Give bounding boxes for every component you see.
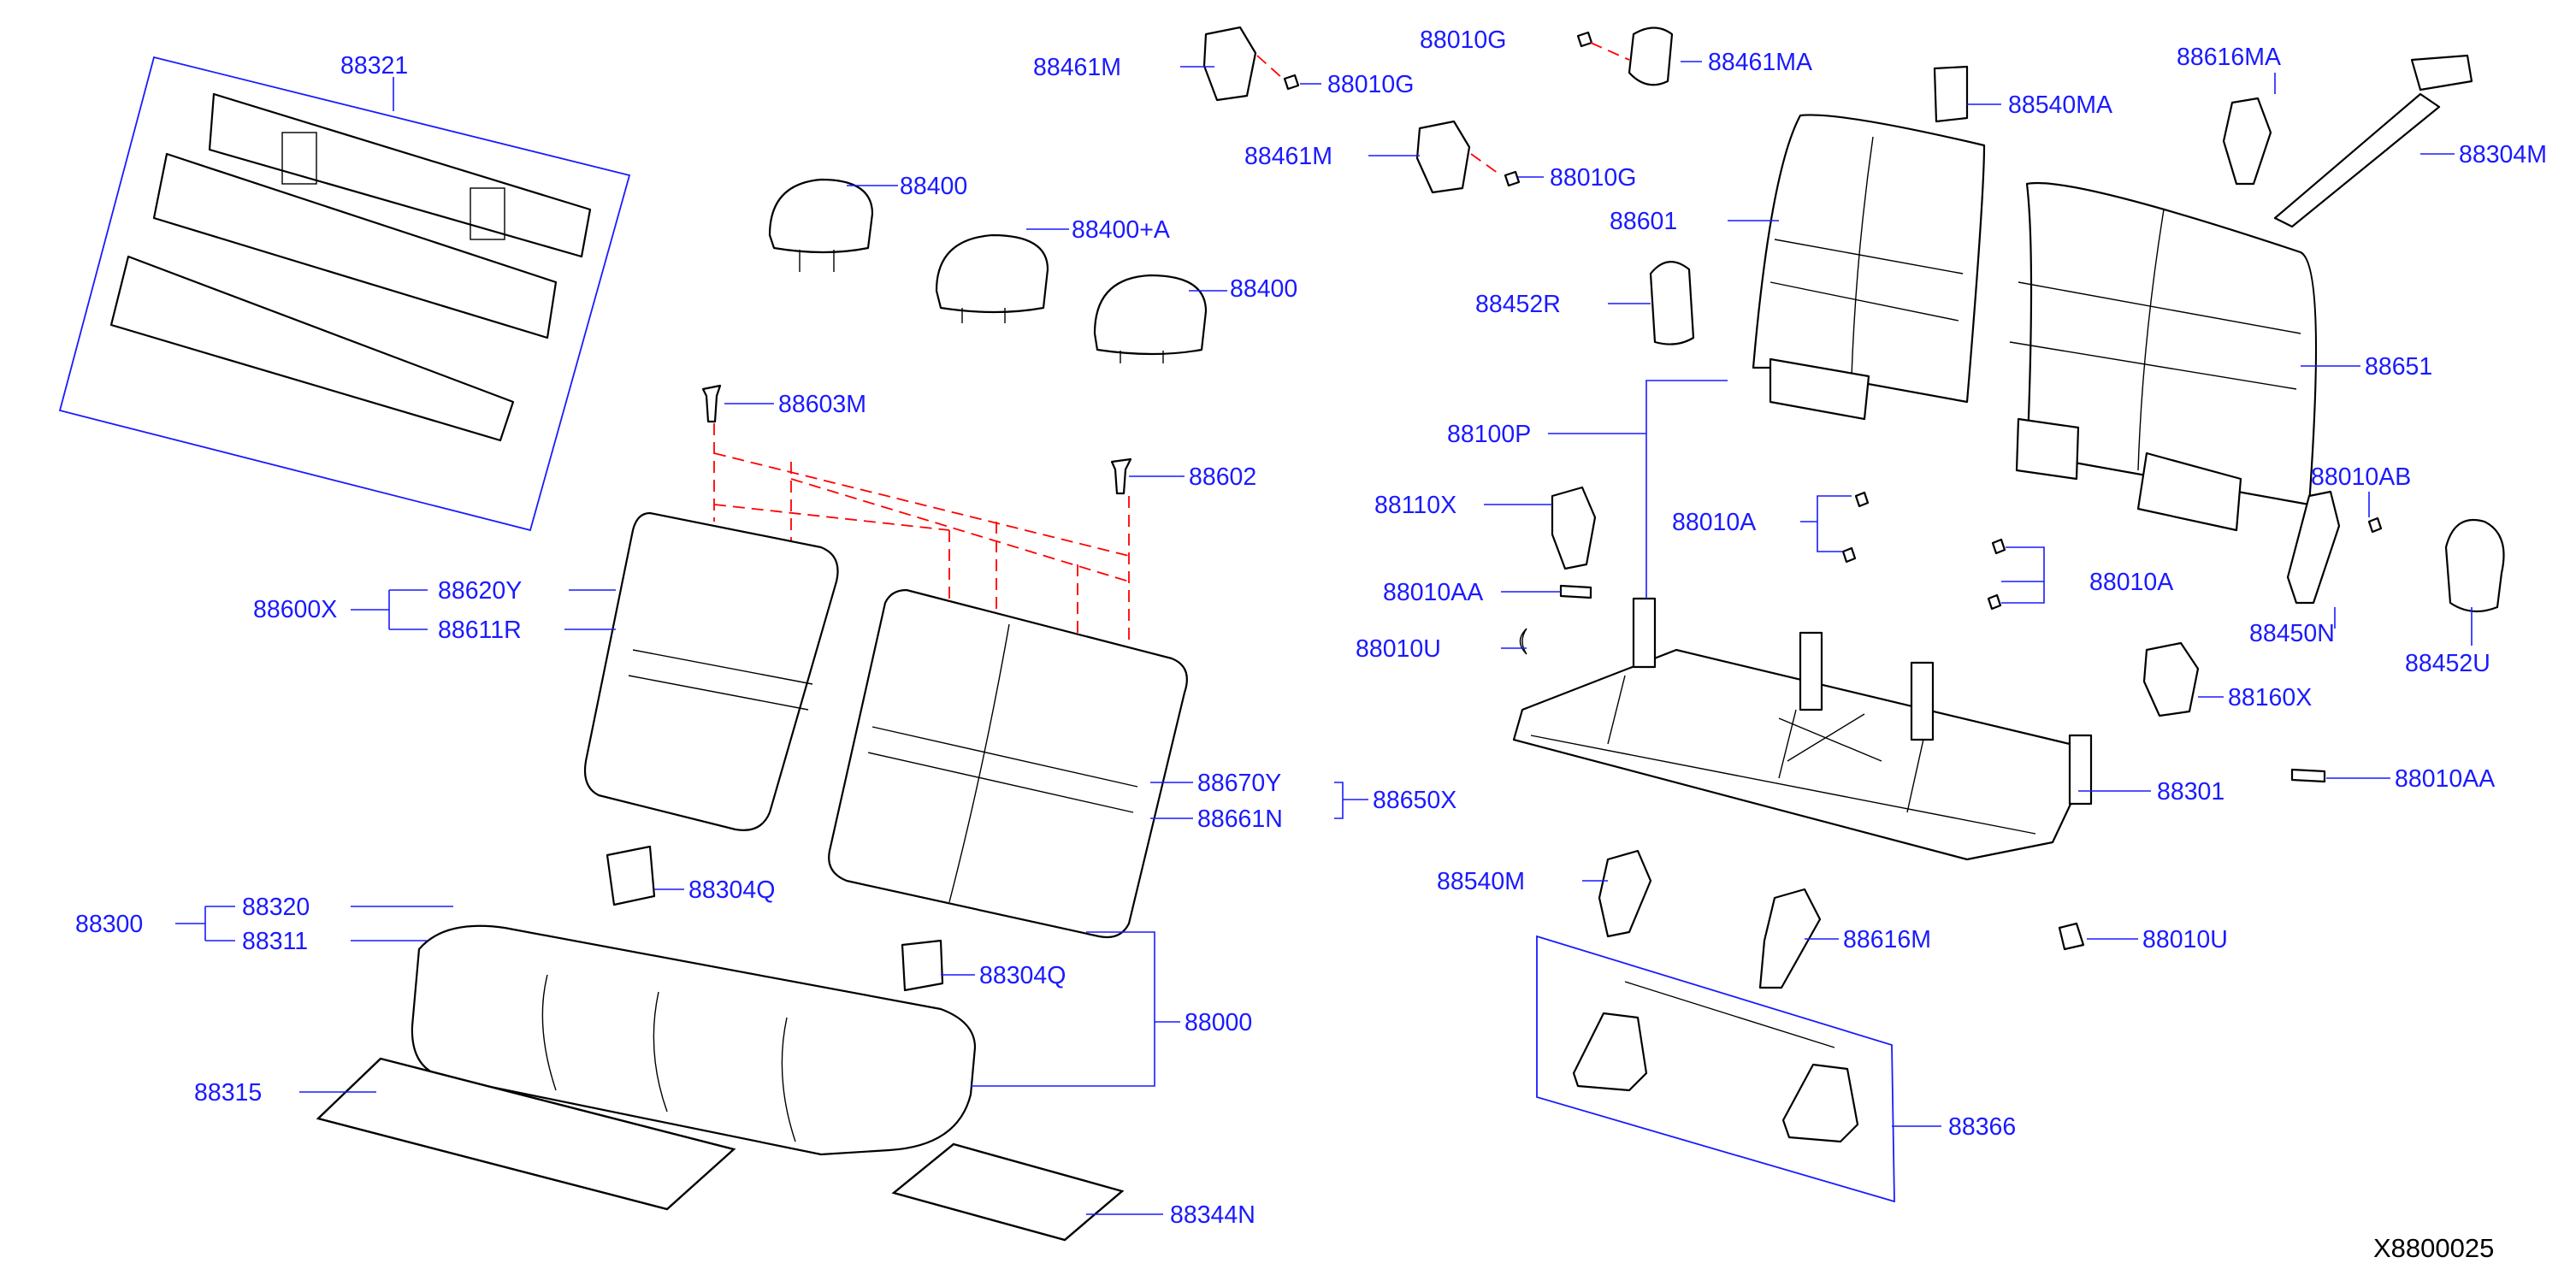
label-88010G-a: 88010G bbox=[1327, 71, 1414, 98]
label-88540MA: 88540MA bbox=[2008, 91, 2112, 119]
part-headrests bbox=[768, 178, 1208, 363]
part-clips bbox=[701, 384, 1132, 495]
label-88620Y: 88620Y bbox=[438, 577, 522, 605]
label-88010AA-a: 88010AA bbox=[1383, 579, 1483, 606]
label-88321: 88321 bbox=[340, 52, 408, 80]
label-88110X: 88110X bbox=[1374, 492, 1456, 519]
part-pads bbox=[316, 1057, 1125, 1242]
label-88010G-c: 88010G bbox=[1550, 164, 1636, 192]
label-88304M: 88304M bbox=[2459, 141, 2547, 168]
part-88304Q bbox=[606, 845, 944, 992]
label-88010AA-b: 88010AA bbox=[2395, 765, 2495, 793]
label-88452R: 88452R bbox=[1475, 291, 1561, 318]
label-88461M-b: 88461M bbox=[1244, 143, 1332, 170]
label-88650X: 88650X bbox=[1373, 787, 1456, 814]
label-88301: 88301 bbox=[2157, 778, 2224, 806]
part-seatback-right bbox=[828, 588, 1188, 939]
label-88670Y: 88670Y bbox=[1197, 770, 1281, 797]
label-88452U: 88452U bbox=[2405, 650, 2490, 677]
label-88344N: 88344N bbox=[1170, 1201, 1256, 1229]
label-88601: 88601 bbox=[1610, 208, 1677, 235]
label-88400-plus-a: 88400+A bbox=[1072, 216, 1170, 244]
diagram-reference-code: X8800025 bbox=[2373, 1233, 2494, 1263]
part-headrest-covers bbox=[1649, 261, 2505, 613]
label-88160X: 88160X bbox=[2228, 684, 2312, 711]
label-88450N: 88450N bbox=[2249, 620, 2335, 647]
label-88400-a: 88400 bbox=[900, 173, 967, 200]
part-brackets-top bbox=[1202, 26, 2473, 228]
part-labels: 88321 88400 88400+A 88400 88603M 88602 8… bbox=[75, 27, 2547, 1263]
label-88304Q-a: 88304Q bbox=[688, 876, 775, 904]
part-88321-panels bbox=[58, 56, 631, 532]
label-88010AB: 88010AB bbox=[2311, 463, 2411, 491]
part-seat-cushion bbox=[411, 924, 977, 1156]
label-88616M: 88616M bbox=[1843, 926, 1931, 953]
label-88010G-b: 88010G bbox=[1420, 27, 1506, 54]
part-small-hardware bbox=[1519, 486, 2383, 951]
part-hinge-brackets bbox=[2142, 490, 2341, 717]
label-88300: 88300 bbox=[75, 911, 143, 938]
part-screws-88010G bbox=[1256, 31, 1630, 187]
part-seatback-frames bbox=[1752, 114, 2318, 532]
leader-lines bbox=[175, 61, 2473, 1215]
label-88010U-a: 88010U bbox=[1356, 635, 1441, 663]
label-88603M: 88603M bbox=[778, 391, 866, 418]
label-88311: 88311 bbox=[242, 928, 308, 955]
part-88366 bbox=[1536, 935, 1895, 1203]
label-88366: 88366 bbox=[1948, 1113, 2016, 1141]
label-88651: 88651 bbox=[2365, 353, 2432, 381]
label-88461MA: 88461MA bbox=[1708, 49, 1812, 76]
part-seat-frame bbox=[1512, 597, 2093, 861]
label-88661N: 88661N bbox=[1197, 806, 1283, 833]
part-seatback-left bbox=[583, 511, 839, 831]
label-88602: 88602 bbox=[1189, 463, 1256, 491]
label-88400-b: 88400 bbox=[1230, 275, 1297, 303]
label-88000: 88000 bbox=[1185, 1009, 1252, 1036]
label-88320: 88320 bbox=[242, 894, 310, 921]
label-88616MA: 88616MA bbox=[2177, 44, 2281, 71]
label-88600X: 88600X bbox=[253, 596, 337, 623]
label-88100P: 88100P bbox=[1447, 421, 1531, 448]
label-88540M: 88540M bbox=[1437, 868, 1525, 895]
dashed-guides bbox=[713, 423, 1130, 654]
label-88461M-a: 88461M bbox=[1033, 54, 1121, 81]
label-88010A-b: 88010A bbox=[2089, 569, 2173, 596]
label-88611R: 88611R bbox=[438, 617, 522, 644]
label-88315: 88315 bbox=[194, 1079, 262, 1107]
label-88010A-a: 88010A bbox=[1672, 509, 1756, 536]
part-lower-brackets bbox=[1598, 849, 1822, 989]
label-88010U-b: 88010U bbox=[2142, 926, 2228, 953]
label-88304Q-b: 88304Q bbox=[979, 962, 1066, 989]
